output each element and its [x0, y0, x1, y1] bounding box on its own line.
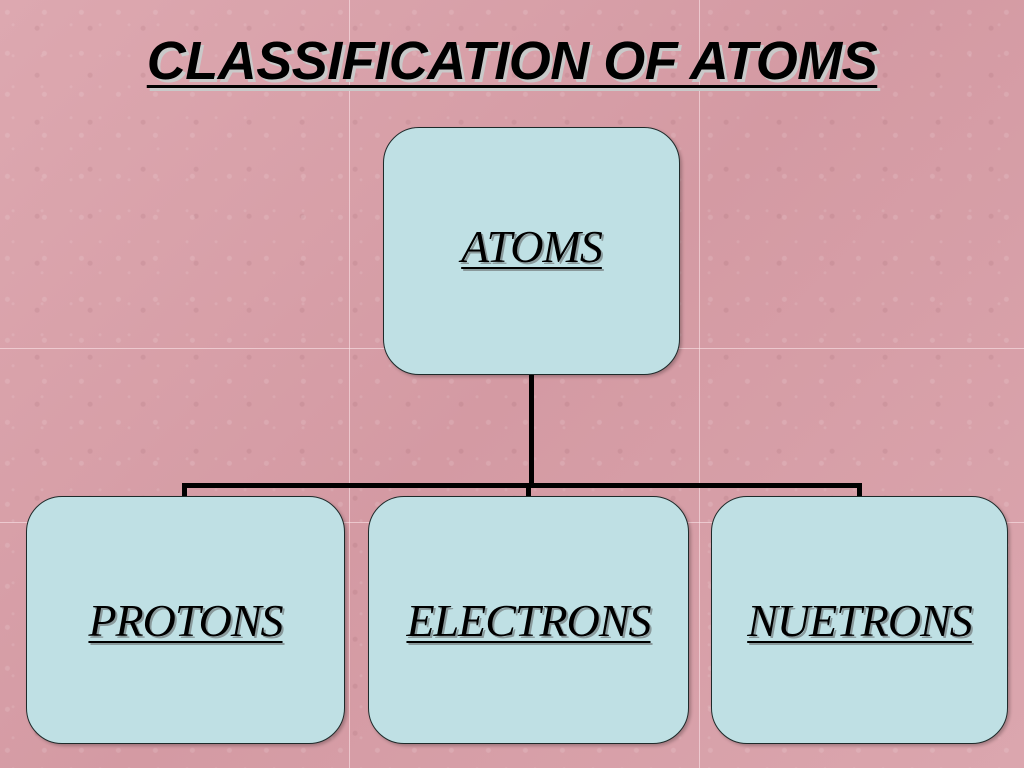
node-nuetrons-label: NUETRONS: [747, 594, 973, 646]
node-protons-label: PROTONS: [88, 594, 283, 646]
tile-divider: [349, 0, 350, 768]
node-electrons[interactable]: ELECTRONS: [368, 496, 689, 744]
node-atoms[interactable]: ATOMS: [383, 127, 680, 375]
root-connector: [529, 374, 534, 488]
node-electrons-label: ELECTRONS: [406, 594, 651, 646]
node-nuetrons[interactable]: NUETRONS: [711, 496, 1008, 744]
tile-divider: [699, 0, 700, 768]
node-protons[interactable]: PROTONS: [26, 496, 345, 744]
node-atoms-label: ATOMS: [461, 221, 603, 272]
slide-title: CLASSIFICATION OF ATOMS: [146, 31, 878, 91]
nuetrons-connector: [857, 483, 862, 496]
electrons-connector: [526, 483, 531, 496]
protons-connector: [182, 483, 187, 496]
horizontal-connector: [182, 483, 862, 488]
